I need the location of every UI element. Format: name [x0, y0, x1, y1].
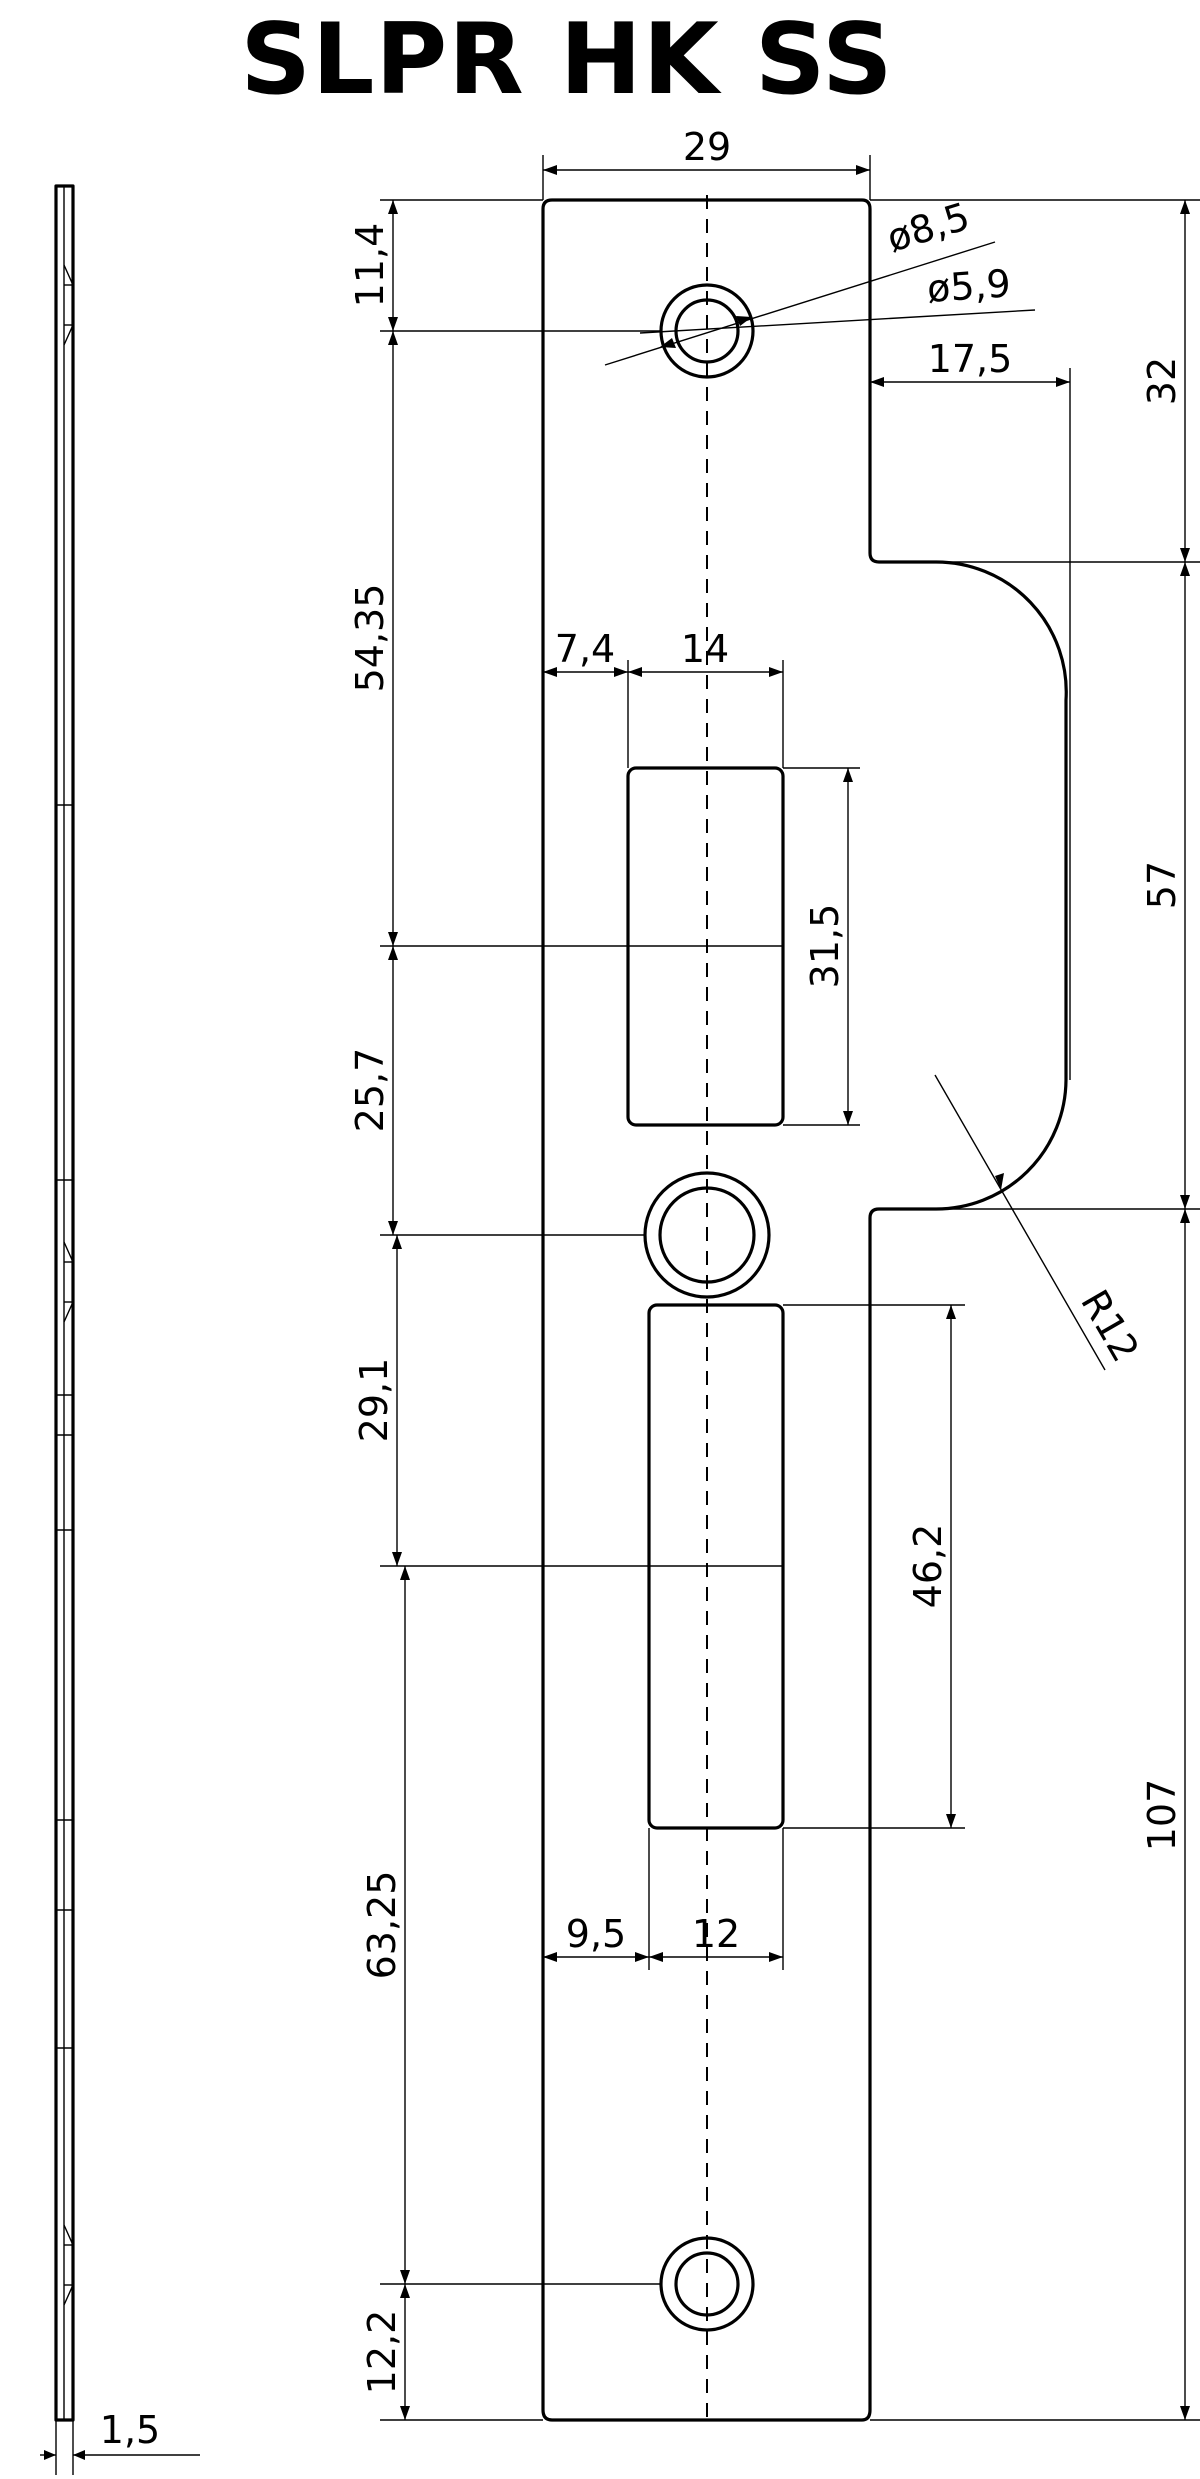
dim-thickness: 1,5: [100, 2408, 160, 2452]
dim-diameter-inner: ø5,9: [926, 261, 1013, 311]
dim-top-to-hole: 11,4: [348, 223, 392, 308]
dim-hole-to-lower-mid: 29,1: [352, 1358, 396, 1443]
side-view: 1,5: [40, 184, 200, 2475]
strike-plate-outline: [541, 198, 1068, 2422]
dim-lower-slot-height: 46,2: [906, 1524, 950, 1609]
dim-lower-mid-to-hole: 63,25: [360, 1871, 404, 1980]
dim-hole-to-slot-mid: 54,35: [348, 584, 392, 693]
dim-slot-height: 31,5: [803, 904, 847, 989]
dim-slot-mid-to-hole: 25,7: [348, 1048, 392, 1133]
dim-top-to-lip: 32: [1140, 357, 1184, 405]
dim-lower-slot-offset: 9,5: [566, 1912, 626, 1956]
dim-slot-offset: 7,4: [555, 627, 615, 671]
dim-lip-height: 57: [1140, 861, 1184, 909]
bottom-screw-hole: [659, 2236, 755, 2332]
dim-hole-to-bottom: 12,2: [360, 2310, 404, 2395]
dim-lip-to-bottom: 107: [1140, 1779, 1184, 1852]
drawing-title: SLPR HK SS: [240, 3, 894, 117]
dim-lower-slot-width: 12: [692, 1912, 740, 1956]
dim-slot-width: 14: [681, 627, 729, 671]
side-view-notches: [56, 264, 74, 2306]
dim-lip-width: 17,5: [928, 337, 1013, 381]
dim-diameter-outer: ø8,5: [882, 194, 975, 261]
dim-width-top: 29: [683, 125, 731, 169]
dim-radius: R12: [1072, 1283, 1147, 1370]
